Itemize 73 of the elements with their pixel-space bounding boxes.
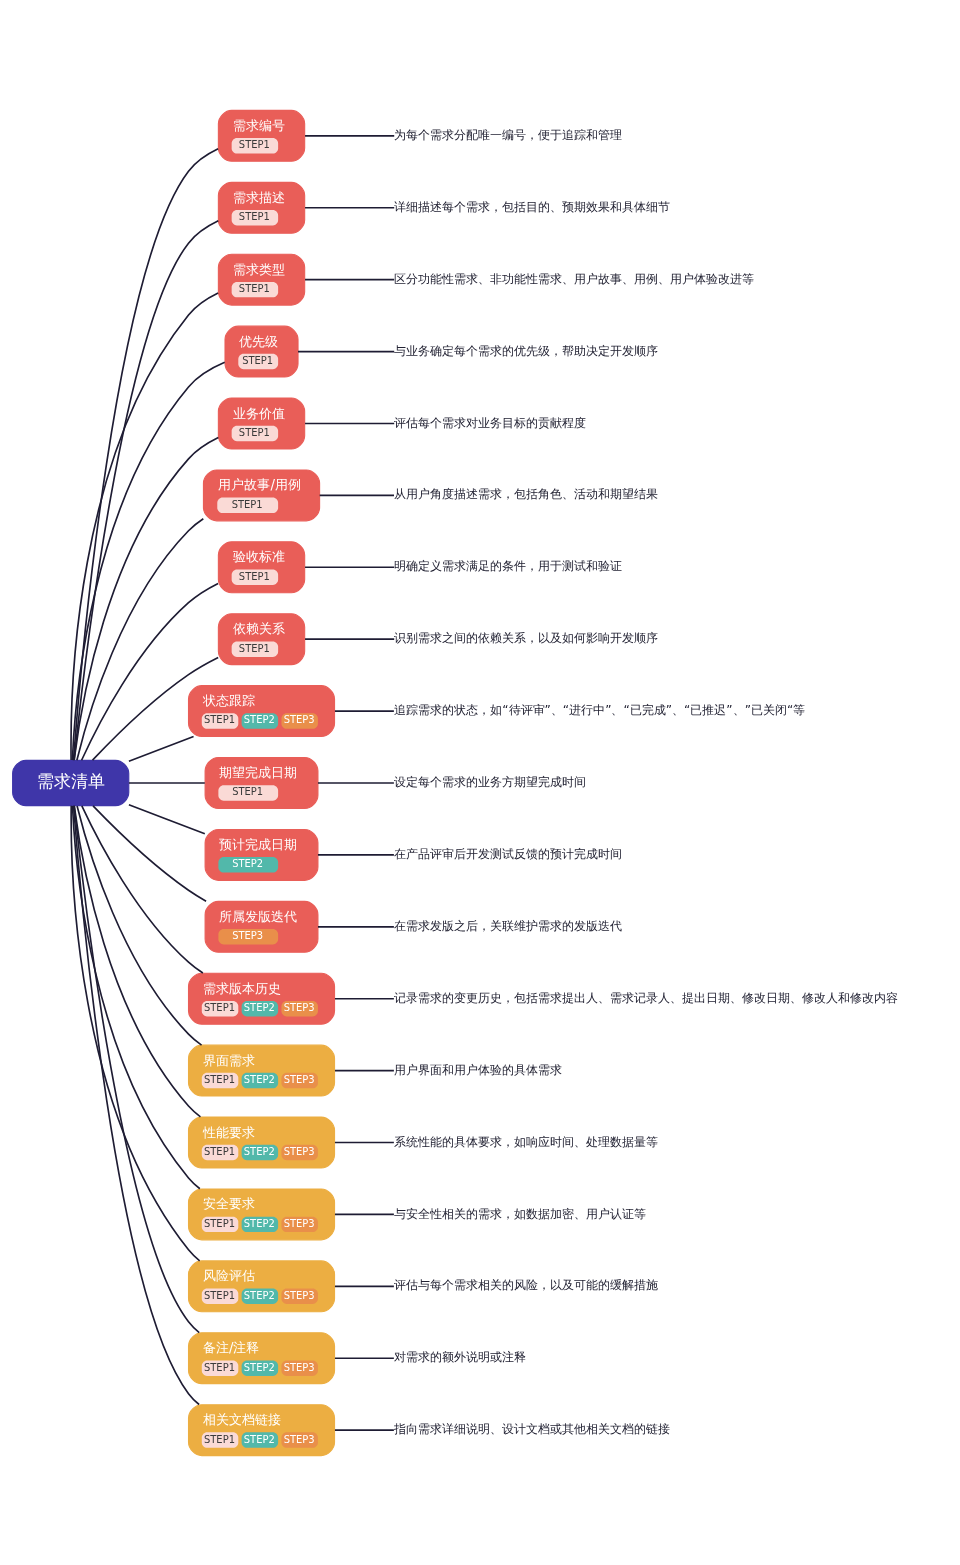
- connector: [334, 1285, 395, 1287]
- node-box: 业务价值 STEP1: [217, 397, 306, 449]
- connector: [334, 1356, 395, 1359]
- connector: [334, 997, 395, 1000]
- node-text: 指向需求详细说明、设计文档或其他相关文档的链接: [394, 1421, 671, 1436]
- node-box: 性能要求 STEP1 STEP2 STEP3: [187, 1116, 336, 1168]
- node-box: 需求清单: [12, 759, 130, 806]
- node-box: 备注/注释 STEP1 STEP2 STEP3: [187, 1331, 336, 1384]
- node-box: 验收标准 STEP1: [217, 540, 306, 593]
- connector: [128, 803, 206, 835]
- node-box: 相关文档链接 STEP1 STEP2 STEP3: [187, 1403, 336, 1456]
- node-box: 安全要求 STEP1 STEP2 STEP3: [187, 1187, 336, 1240]
- connector: [73, 436, 220, 761]
- connector: [71, 361, 226, 761]
- connector: [334, 1141, 395, 1143]
- node-box: 界面需求 STEP1 STEP2 STEP3: [187, 1044, 336, 1097]
- connector: [304, 278, 396, 280]
- connector: [304, 206, 396, 209]
- node-text: 明确定义需求满足的条件，用于测试和验证: [394, 558, 623, 573]
- connector: [73, 804, 202, 1118]
- connector: [71, 804, 201, 1190]
- node-text: 在需求发版之后，关联维护需求的发版迭代: [394, 918, 623, 933]
- node-box: 风险评估 STEP1 STEP2 STEP3: [187, 1259, 336, 1312]
- node-text: 用户界面和用户体验的具体需求: [394, 1062, 563, 1077]
- connector: [304, 422, 396, 424]
- connector: [70, 804, 201, 1262]
- node-text: 与安全性相关的需求，如数据加密、用户认证等: [394, 1206, 647, 1221]
- node-text: 评估与每个需求相关的风险，以及可能的缓解措施: [394, 1277, 659, 1292]
- node-text: 详细描述每个需求，包括目的、预期效果和具体细节: [394, 199, 671, 214]
- node-text: 从用户角度描述需求，包括角色、活动和期望结果: [394, 486, 659, 501]
- connector: [92, 804, 207, 902]
- node-box: 需求编号 STEP1: [217, 109, 306, 162]
- node-box: 期望完成日期 STEP1: [204, 756, 319, 809]
- node-text: 评估每个需求对业务目标的贡献程度: [394, 415, 587, 430]
- node-text: 为每个需求分配唯一编号，便于追踪和管理: [394, 127, 623, 142]
- node-box: 预计完成日期 STEP2: [204, 828, 319, 881]
- connector: [334, 1069, 395, 1071]
- node-text: 区分功能性需求、非功能性需求、用户故事、用例、用户体验改进等: [394, 271, 755, 286]
- node-box: 状态跟踪 STEP1 STEP2 STEP3: [187, 684, 336, 737]
- connector: [297, 350, 396, 352]
- connector: [128, 735, 195, 762]
- connector: [317, 853, 395, 856]
- node-text: 记录需求的变更历史，包括需求提出人、需求记录人、提出日期、修改日期、修改人和修改内容: [394, 990, 899, 1005]
- node-box: 用户故事/用例 STEP1: [202, 468, 321, 521]
- connector: [70, 291, 219, 761]
- connector: [91, 656, 219, 761]
- node-text: 系统性能的具体要求，如响应时间、处理数据量等: [394, 1134, 659, 1149]
- connector: [334, 1428, 395, 1431]
- connector: [304, 134, 396, 137]
- node-text: 在产品评审后开发测试反馈的预计完成时间: [394, 846, 623, 861]
- connector: [334, 1213, 395, 1215]
- connector: [81, 804, 204, 974]
- node-box: 需求版本历史 STEP1 STEP2 STEP3: [187, 972, 336, 1025]
- connector: [317, 925, 395, 928]
- connector: [80, 582, 219, 761]
- connector: [318, 494, 395, 496]
- node-text: 与业务确定每个需求的优先级，帮助决定开发顺序: [394, 343, 659, 358]
- connector: [304, 637, 396, 640]
- node-box: 优先级 STEP1: [224, 325, 299, 378]
- connector: [128, 781, 206, 784]
- node-text: 识别需求之间的依赖关系，以及如何影响开发顺序: [394, 630, 659, 645]
- connector: [76, 804, 203, 1046]
- connector: [317, 781, 395, 784]
- connector: [334, 709, 395, 712]
- node-box: 依赖关系 STEP1: [217, 612, 306, 665]
- node-box: 所属发版迭代 STEP3: [204, 900, 319, 953]
- node-box: 需求描述 STEP1: [217, 181, 306, 234]
- node-box: 需求类型 STEP1: [217, 253, 306, 306]
- node-text: 设定每个需求的业务方期望完成时间: [394, 774, 587, 789]
- node-text: 追踪需求的状态，如“待评审”、“进行中”、“已完成”、“已推迟”、”已关闭“等: [394, 702, 806, 717]
- node-text: 对需求的额外说明或注释: [394, 1349, 527, 1364]
- connector: [304, 565, 396, 568]
- connector: [76, 517, 205, 761]
